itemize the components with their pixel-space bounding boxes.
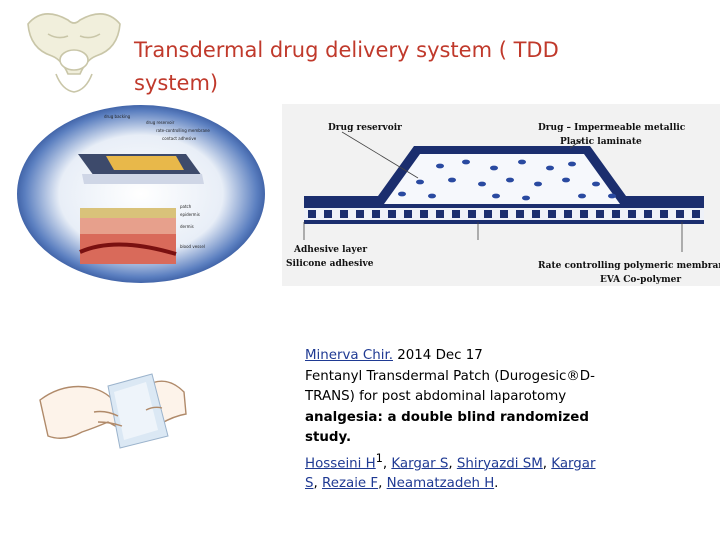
pelvis-illustration [27, 13, 121, 93]
author-link[interactable]: Rezaie F [322, 476, 379, 492]
patch-skin-illustration: drug backing drug reservoir rate-control… [17, 105, 265, 283]
author-separator: , [542, 455, 552, 471]
label-rate-membrane: Rate controlling polymeric membrane [538, 261, 720, 271]
oval-label: dermis [180, 224, 194, 229]
patch-layer-diagram: Drug reservoir Drug – Impermeable metall… [282, 104, 720, 286]
title-line-1: Transdermal drug delivery system ( TDD [134, 38, 559, 62]
label-adhesive-layer: Adhesive layer [293, 245, 367, 255]
oval-label: drug reservoir [146, 120, 175, 125]
author-separator: , [382, 455, 392, 471]
label-silicone: Silicone adhesive [286, 259, 374, 269]
author-link[interactable]: Shiryazdi SM [456, 455, 543, 471]
citation-title-3: analgesia: a double blind randomized stu… [305, 409, 589, 446]
oval-label: drug backing [104, 114, 131, 119]
citation-end: . [494, 476, 499, 492]
patch [107, 373, 169, 449]
citation-title-2: TRANS) for post abdominal laparotomy [305, 389, 567, 404]
slide-title: Transdermal drug delivery system ( TDD s… [134, 34, 654, 100]
journal-link[interactable]: Minerva Chir. [305, 348, 393, 363]
label-drug-reservoir: Drug reservoir [328, 123, 402, 133]
author-separator: , [378, 476, 387, 492]
oval-label: rate-controlling membrane [156, 128, 210, 133]
label-impermeable: Drug – Impermeable metallic [538, 123, 686, 133]
author-link[interactable]: Hosseini H [305, 455, 376, 471]
citation-title-1: Fentanyl Transdermal Patch (Durogesic®D- [305, 368, 595, 384]
oval-label: blood vessel [180, 244, 205, 249]
author-separator: , [313, 476, 323, 492]
author-link[interactable]: Kargar [551, 455, 596, 471]
patch-body [304, 146, 704, 224]
affiliation-mark: 1 [375, 451, 383, 465]
citation-date: 2014 Dec 17 [392, 348, 483, 363]
oval-label: epidermis [180, 212, 200, 217]
label-plastic: Plastic laminate [560, 137, 642, 147]
author-link[interactable]: Kargar S [391, 455, 449, 471]
label-eva: EVA Co-polymer [600, 275, 681, 285]
hands-applying-patch-illustration [39, 373, 187, 449]
patch-cross-section [78, 154, 204, 184]
oval-label: patch [180, 204, 192, 209]
author-link[interactable]: Neamatzadeh H [386, 476, 495, 492]
oval-label: contact adhesive [162, 136, 197, 141]
title-line-2: system) [134, 71, 219, 95]
citation-source: Minerva Chir. 2014 Dec 17 [305, 346, 635, 367]
author-separator: , [448, 455, 457, 471]
author-link[interactable]: S [305, 476, 314, 492]
citation-block: Minerva Chir. 2014 Dec 17 Fentanyl Trans… [305, 346, 635, 495]
skin-cross-section [79, 208, 177, 264]
authors-line-2: S, Rezaie F, Neamatzadeh H. [305, 474, 635, 495]
authors-line-1: Hosseini H1, Kargar S, Shiryazdi SM, Kar… [305, 449, 635, 475]
